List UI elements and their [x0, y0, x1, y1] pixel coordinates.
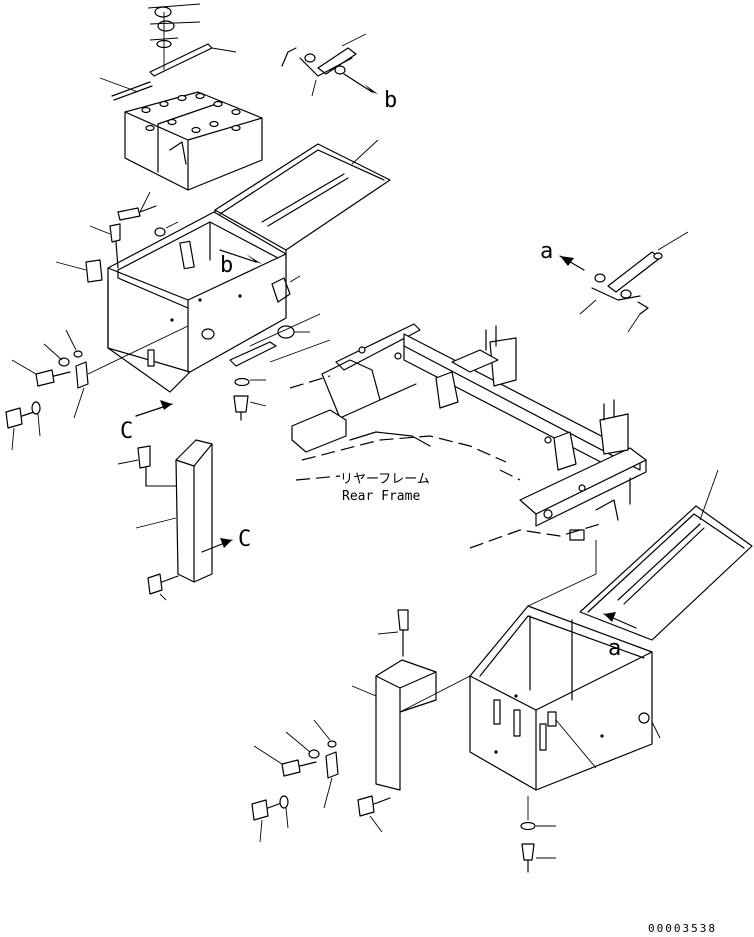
bottom-battery-box	[469, 469, 753, 820]
top-battery-box	[107, 211, 287, 393]
frame-label-en: Rear Frame	[342, 489, 420, 504]
label-a-box: a	[608, 636, 621, 661]
top-box-lid	[214, 139, 391, 259]
center-bolts	[233, 377, 267, 421]
bottom-cover-panel	[351, 609, 471, 833]
label-b-box: b	[220, 253, 233, 278]
label-b-top: b	[384, 88, 397, 113]
label-c-mid: C	[238, 527, 251, 552]
batteries	[124, 91, 263, 191]
drawing-number: 00003538	[648, 922, 717, 935]
plate-b	[317, 47, 357, 75]
battery-clamp-bar	[149, 43, 213, 77]
plate-a	[607, 251, 661, 293]
detail-a-parts	[559, 231, 689, 333]
top-hardware-group	[99, 3, 237, 101]
bottom-box-bolts	[520, 821, 556, 873]
detail-b-parts	[281, 33, 378, 97]
bottom-left-fasteners	[251, 719, 339, 843]
upper-left-fasteners	[55, 191, 310, 339]
label-c-left: C	[120, 419, 133, 444]
nut-top-2	[157, 20, 175, 32]
bottom-box-lid	[579, 505, 753, 641]
left-side-bolts	[5, 325, 189, 451]
label-a-top: a	[540, 239, 553, 264]
left-cover-panel	[117, 439, 233, 601]
arrow-c-left	[135, 400, 173, 417]
frame-label-jp: リヤーフレーム	[340, 472, 430, 487]
rear-frame	[249, 313, 647, 549]
nut-top-1	[154, 6, 172, 18]
